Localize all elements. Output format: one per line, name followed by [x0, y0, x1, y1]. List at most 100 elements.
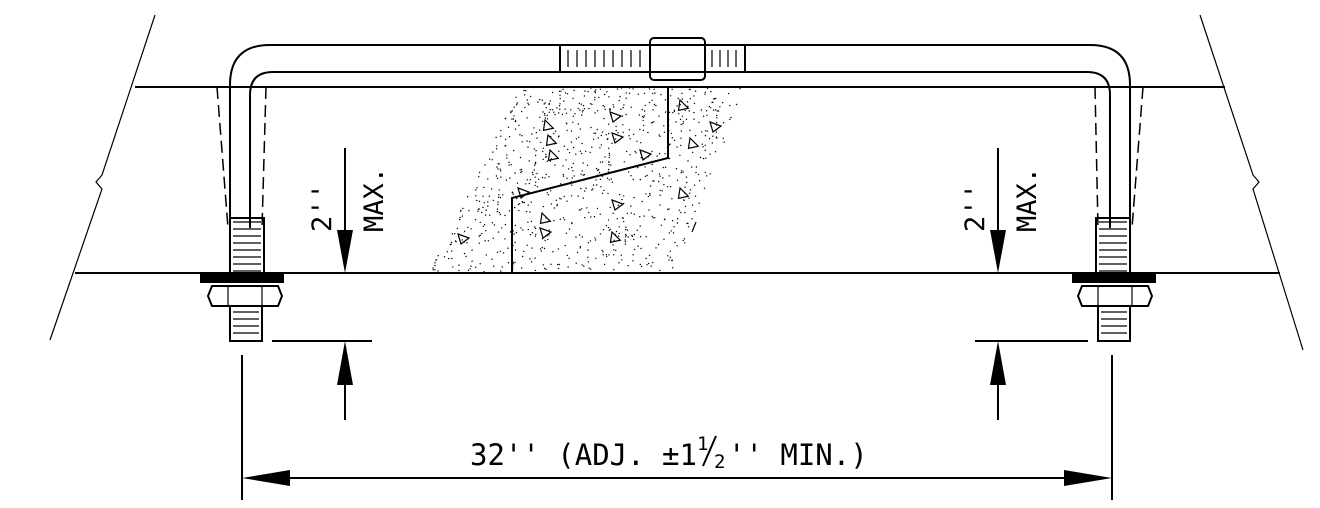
stipple-dot — [723, 141, 725, 143]
stipple-dot — [602, 254, 604, 256]
stipple-dot — [531, 171, 534, 174]
stipple-dot — [608, 132, 610, 135]
stipple-dot — [567, 266, 569, 268]
stipple-dot — [504, 238, 506, 240]
aggregate-marks — [457, 98, 723, 245]
stipple-dot — [669, 95, 672, 97]
stipple-dot — [679, 118, 682, 121]
stipple-dot — [656, 155, 658, 157]
stipple-dot — [520, 227, 522, 229]
stipple-dot — [634, 150, 636, 153]
stipple-dot — [450, 241, 453, 244]
stipple-dot — [496, 251, 499, 253]
stipple-dot — [531, 247, 533, 249]
stipple-dot — [643, 110, 646, 112]
stipple-dot — [470, 265, 472, 267]
stipple-dot — [542, 150, 544, 153]
stipple-dot — [659, 269, 661, 272]
stipple-dot — [608, 108, 611, 111]
stipple-dot — [716, 114, 718, 117]
stipple-dot — [623, 161, 625, 163]
stipple-dot — [607, 192, 609, 195]
right-max-dimension: 2'' MAX. — [960, 148, 1088, 420]
stipple-dot — [527, 204, 529, 206]
stipple-dot — [680, 144, 682, 147]
stipple-dot — [581, 142, 583, 145]
stipple-dot — [487, 178, 489, 180]
stipple-dot — [592, 184, 595, 186]
stipple-dot — [490, 188, 493, 190]
left-thread-sleeve — [559, 44, 651, 73]
stipple-dot — [513, 233, 515, 235]
stipple-dot — [633, 213, 635, 215]
stipple-dot — [568, 228, 571, 230]
stipple-dot — [563, 100, 565, 102]
stipple-dot — [727, 92, 730, 95]
stipple-dot — [609, 206, 611, 208]
stipple-dot — [495, 136, 497, 139]
span-left-arrowhead — [242, 470, 290, 486]
stipple-dot — [515, 103, 518, 106]
stipple-dot — [586, 207, 588, 209]
stipple-dot — [437, 255, 439, 257]
stipple-dot — [652, 109, 654, 111]
aggregate-triangle — [539, 211, 552, 225]
stipple-dot — [596, 184, 598, 186]
stipple-dot — [608, 147, 610, 149]
stipple-dot — [502, 252, 505, 254]
stipple-dot — [514, 206, 516, 209]
stipple-dot — [545, 107, 547, 109]
stipple-dot — [477, 210, 479, 212]
stipple-dot — [693, 118, 695, 120]
stipple-dot — [664, 153, 666, 155]
span-fraction-bar — [702, 435, 717, 467]
stipple-dot — [594, 90, 596, 93]
stipple-dot — [715, 121, 718, 124]
stipple-dot — [579, 246, 582, 248]
stipple-dot — [664, 166, 667, 168]
stipple-dot — [666, 186, 669, 188]
stipple-dot — [545, 173, 547, 176]
stipple-dot — [505, 179, 508, 181]
stipple-dot — [688, 197, 690, 199]
stipple-dot — [487, 201, 489, 203]
stipple-dot — [559, 197, 561, 199]
stipple-dot — [613, 254, 615, 256]
stipple-dot — [682, 121, 685, 123]
stipple-dot — [691, 218, 693, 220]
stipple-dot — [670, 132, 672, 135]
stipple-dot — [587, 261, 590, 263]
stipple-dot — [669, 250, 671, 252]
stipple-dot — [538, 178, 540, 180]
stipple-dot — [547, 238, 549, 241]
right-break-line — [1199, 14, 1304, 351]
stipple-dot — [648, 209, 650, 211]
stipple-dot — [548, 229, 550, 231]
stipple-dot — [605, 254, 608, 256]
stipple-dot — [534, 269, 536, 272]
stipple-dot — [633, 196, 635, 199]
stipple-dot — [624, 243, 627, 245]
stipple-dot — [507, 262, 510, 264]
stipple-dot — [581, 236, 583, 238]
slab-outline — [49, 14, 1304, 351]
stipple-dot — [646, 264, 648, 266]
stipple-dot — [562, 217, 565, 219]
right-lower-thread — [1097, 305, 1131, 342]
stipple-dot — [513, 149, 515, 152]
left-nut — [206, 285, 284, 307]
stipple-dot — [560, 198, 562, 200]
stipple-dot — [434, 269, 436, 271]
stipple-dot — [434, 265, 436, 267]
stipple-dot — [519, 156, 522, 159]
stipple-dot — [611, 142, 613, 145]
stipple-dot — [478, 242, 480, 244]
stipple-dot — [621, 115, 624, 117]
stipple-dot — [632, 88, 634, 90]
stipple-dot — [458, 218, 461, 221]
stipple-dot — [625, 228, 627, 231]
stipple-dot — [673, 226, 675, 228]
stipple-dot — [591, 189, 593, 191]
stipple-dot — [488, 195, 491, 197]
stipple-dot — [643, 215, 645, 217]
